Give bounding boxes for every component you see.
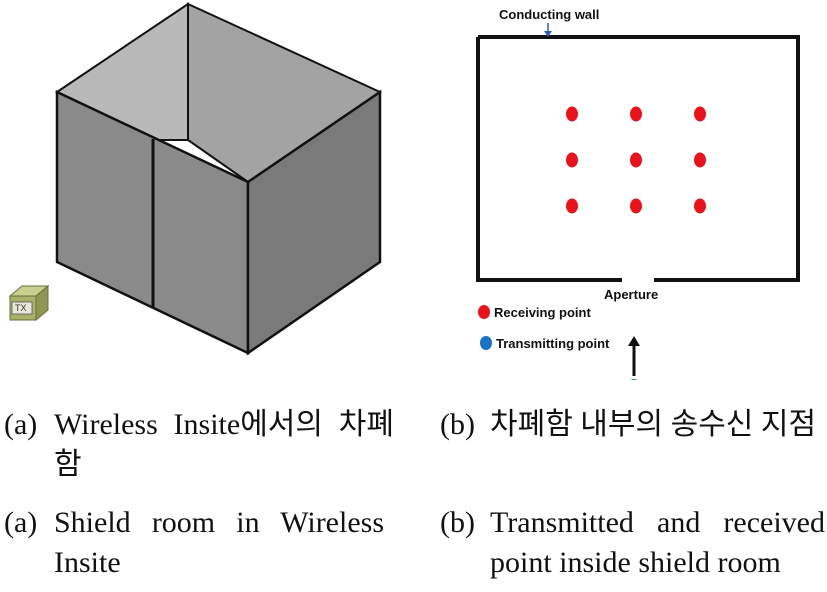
receiving-point [566, 198, 578, 214]
legend-transmitting-marker [480, 336, 492, 350]
conducting-wall-label: Conducting wall [499, 7, 599, 22]
transmit-direction-arrowhead [628, 336, 640, 346]
legend-receiving-marker [478, 305, 490, 319]
caption-b-english-text: Transmitted and received point inside sh… [490, 506, 825, 579]
receiving-point [630, 152, 642, 168]
caption-b-tag: (b) [440, 506, 475, 539]
transmitting-point [630, 379, 638, 380]
caption-a-tag: (a) [4, 506, 38, 539]
caption-a-english-text: Shield room in Wireless Insite [54, 506, 384, 579]
conducting-wall [476, 35, 800, 282]
wall-pointer-arrowhead [544, 31, 552, 37]
caption-b-tag: (b) [440, 408, 475, 441]
receiving-point [630, 106, 642, 122]
receiving-point [630, 198, 642, 214]
tx-antenna-cube: TX [8, 284, 50, 322]
receiving-point [566, 152, 578, 168]
figure-canvas: TX Conducting wall Aperture Receiving po… [8, 2, 800, 380]
receiving-point [694, 106, 706, 122]
receiving-point [694, 152, 706, 168]
box-right-face [246, 89, 382, 356]
receiving-points-grid [566, 106, 706, 214]
legend-transmitting-label: Transmitting point [496, 336, 610, 351]
receiving-point [566, 106, 578, 122]
caption-a-korean-text: Wireless Insite에서의 차폐함 [54, 408, 394, 481]
caption-a-tag: (a) [4, 408, 38, 441]
receiving-point [694, 198, 706, 214]
shield-room-top-view: Conducting wall Aperture Receiving point… [476, 7, 800, 380]
legend-receiving-label: Receiving point [494, 305, 591, 320]
tx-label: TX [15, 303, 27, 313]
aperture-label: Aperture [604, 287, 658, 302]
caption-b-korean-text: 차폐함 내부의 송수신 지점 [490, 408, 817, 441]
shield-room-box [55, 2, 383, 356]
